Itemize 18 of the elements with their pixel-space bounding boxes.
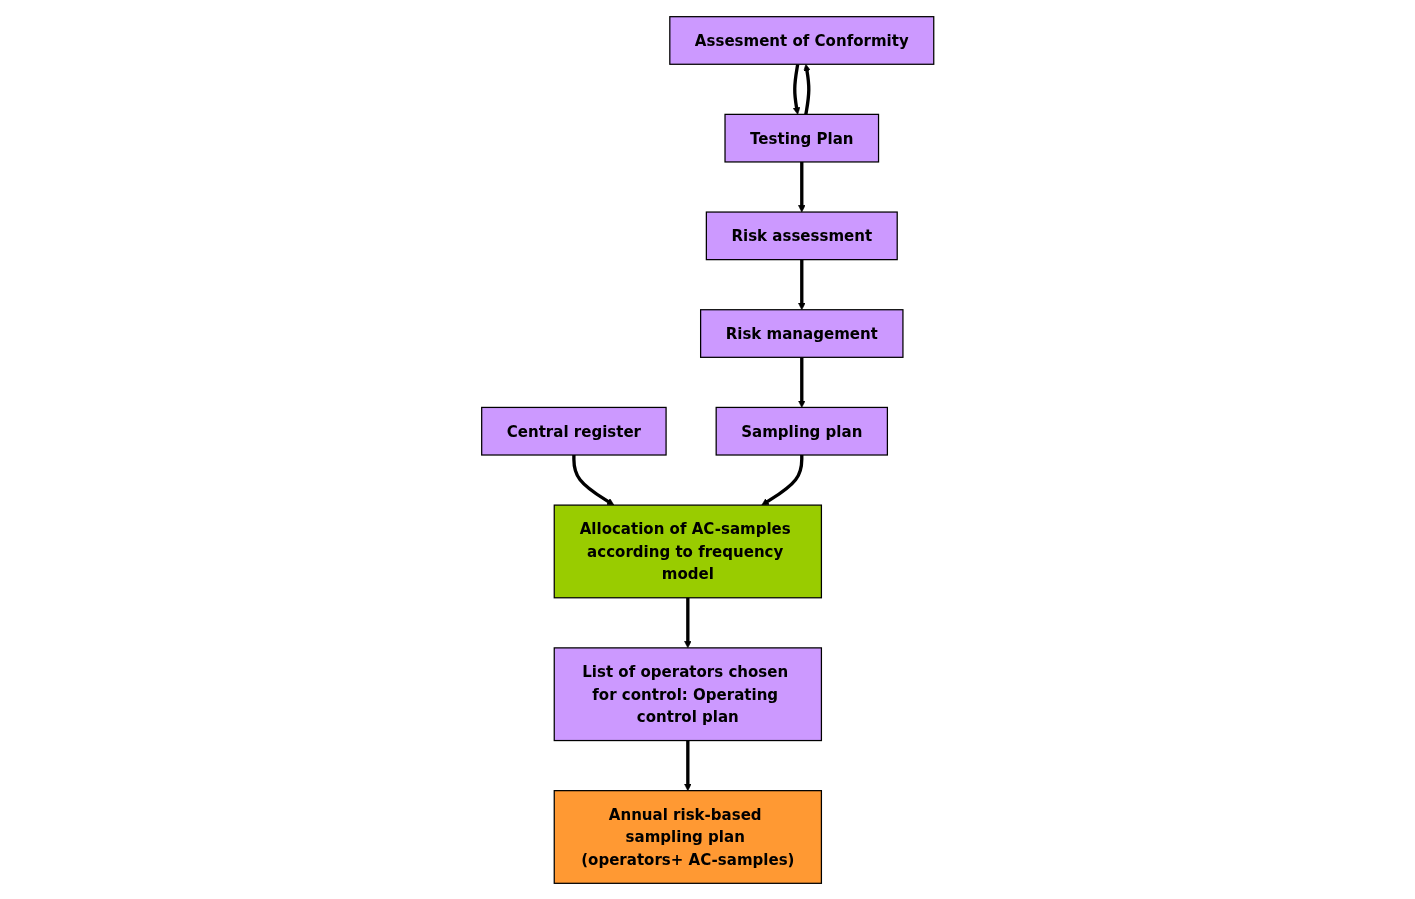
node-box: List of operators chosen for control: Operating control plan	[553, 646, 822, 741]
arrow	[797, 259, 806, 310]
node-box: Risk management	[699, 308, 904, 358]
node-box: Central register	[480, 406, 667, 456]
arrow	[797, 161, 806, 212]
arrow	[797, 356, 806, 408]
arrow	[803, 63, 811, 115]
node-box: Allocation of AC-samples according to frequency model	[553, 503, 822, 598]
arrow	[792, 63, 800, 115]
node-box: Testing Plan	[724, 113, 879, 163]
node-box: Assesment of Conformity	[668, 15, 935, 65]
node-box: Risk assessment	[705, 210, 898, 260]
arrow	[683, 740, 692, 791]
node-box: Sampling plan	[715, 406, 888, 456]
arrow	[572, 454, 614, 505]
arrow	[683, 597, 692, 648]
arrow	[761, 454, 804, 505]
node-box: Annual risk-based sampling plan (operators+ AC-samples)	[553, 789, 822, 884]
